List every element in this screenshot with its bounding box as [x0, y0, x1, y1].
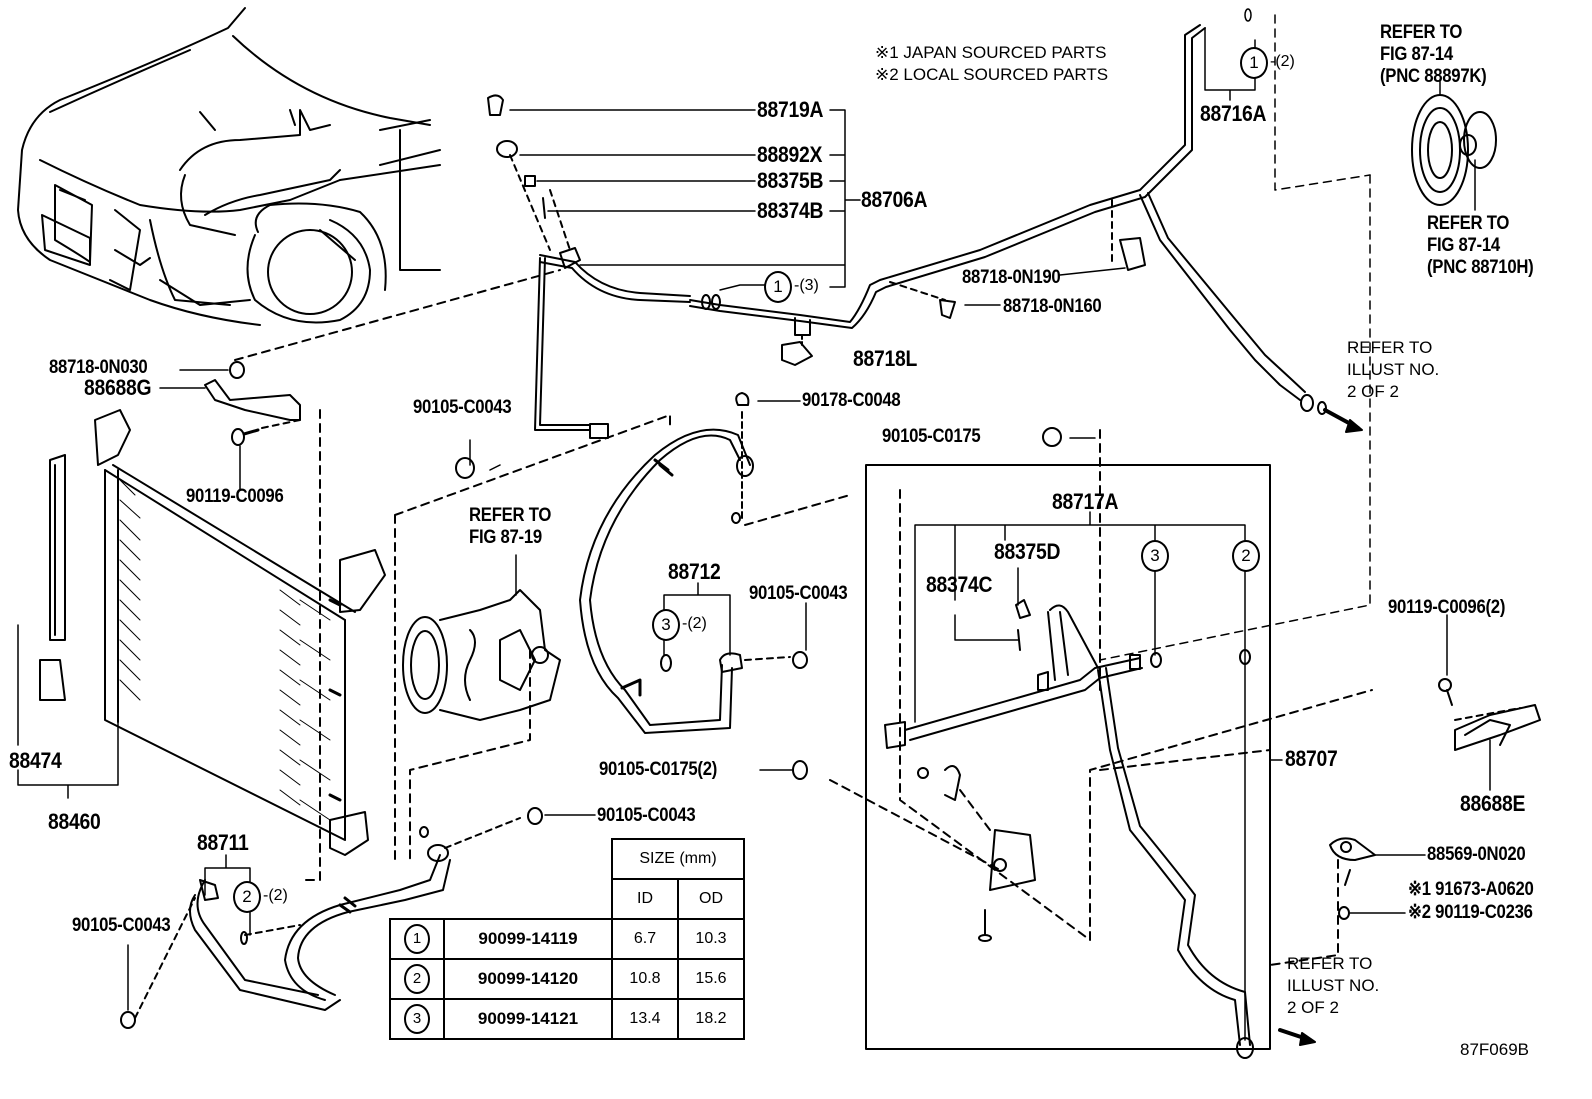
- callout-90119-c0096-2[interactable]: 90119-C0096(2): [1388, 597, 1506, 618]
- callout-88718l[interactable]: 88718L: [853, 346, 918, 371]
- callout-90178-c0048[interactable]: 90178-C0048: [802, 390, 901, 411]
- callout-90119-c0096[interactable]: 90119-C0096: [186, 486, 284, 507]
- callout-88569-0n020[interactable]: 88569-0N020: [1427, 844, 1526, 865]
- oring-ref-circle[interactable]: 1: [1240, 47, 1268, 79]
- oring-ref-qty: -(2): [682, 615, 707, 632]
- size-header: SIZE (mm): [611, 838, 745, 880]
- callout-88460[interactable]: 88460: [48, 809, 101, 834]
- reference-illust-2-of-2-upper[interactable]: REFER TO ILLUST NO. 2 OF 2: [1347, 338, 1440, 401]
- callout-90105-c0043[interactable]: 90105-C0043: [413, 397, 512, 418]
- table-row: 2 90099-14120 10.8 15.6: [389, 958, 745, 1000]
- callout-leaders-88716a: [1099, 8, 1371, 661]
- oring-ref-circle[interactable]: 3: [652, 609, 680, 641]
- oring-size-table: SIZE (mm) ID OD 1 90099-14119 6.7 10.3 2…: [389, 838, 745, 1040]
- oring-number: 1: [404, 924, 430, 954]
- callout-90105-c0043-b[interactable]: 90105-C0043: [749, 583, 848, 604]
- suction-pipe-88717a: [884, 599, 1254, 1059]
- assembly-box-88707: [865, 464, 1271, 1050]
- callout-leaders-88706a: [509, 109, 861, 291]
- table-header-row: SIZE (mm): [390, 838, 745, 880]
- callout-88716a[interactable]: 88716A: [1200, 101, 1267, 126]
- oring-ref-circle[interactable]: 3: [1141, 540, 1169, 572]
- callout-88711[interactable]: 88711: [197, 830, 249, 855]
- callout-88474[interactable]: 88474: [9, 748, 62, 773]
- vehicle-front-illustration: [17, 7, 441, 326]
- compressor-clutch-parts: [1411, 79, 1497, 211]
- oring-ref-qty: -(2): [263, 887, 288, 904]
- discharge-hose-88706a: [487, 94, 691, 439]
- table-row: 1 90099-14119 6.7 10.3: [389, 918, 745, 960]
- callout-88707[interactable]: 88707: [1285, 746, 1338, 771]
- pipe-bracket-88688e: [1438, 614, 1541, 791]
- oring-ref-circle[interactable]: 1: [764, 271, 792, 303]
- guide-line: [394, 414, 671, 861]
- oring-number: 2: [404, 964, 430, 994]
- note-japan-sourced: ※1 JAPAN SOURCED PARTS: [875, 43, 1107, 62]
- callout-88374c[interactable]: 88374C: [926, 572, 993, 597]
- discharge-hose-88712: [579, 392, 851, 734]
- table-subheader-row: ID OD: [390, 878, 745, 920]
- callout-91673-a0620[interactable]: ※1 91673-A0620: [1408, 879, 1534, 900]
- oring-od: 15.6: [677, 958, 745, 1000]
- reference-fig-87-14-pnc-88897k[interactable]: REFER TO FIG 87-14 (PNC 88897K): [1380, 22, 1487, 87]
- oring-number: 3: [404, 1004, 430, 1034]
- callout-90105-c0175[interactable]: 90105-C0175: [882, 426, 981, 447]
- condenser-fins: [119, 479, 331, 821]
- oring-id: 13.4: [611, 998, 679, 1040]
- callout-leaders-condenser: [17, 369, 241, 799]
- oring-ref-qty: -(2): [1270, 53, 1295, 70]
- callout-88718-0n160[interactable]: 88718-0N160: [1003, 296, 1102, 317]
- clip-88569-0n020: [1269, 837, 1426, 966]
- callout-88375d[interactable]: 88375D: [994, 539, 1061, 564]
- callout-88719a[interactable]: 88719A: [757, 97, 824, 122]
- table-row: 3 90099-14121 13.4 18.2: [389, 998, 745, 1040]
- callout-leaders-88717a: [914, 437, 1246, 1041]
- callout-90105-c0175-2[interactable]: 90105-C0175(2): [599, 759, 718, 780]
- guide-line: [234, 269, 561, 361]
- oring-ref-qty: -(3): [794, 277, 819, 294]
- callout-88718-0n030[interactable]: 88718-0N030: [49, 357, 148, 378]
- reference-illust-2-of-2-lower[interactable]: REFER TO ILLUST NO. 2 OF 2: [1287, 954, 1380, 1017]
- bolt-glyph: [792, 760, 808, 780]
- oring-ref-circle[interactable]: 2: [1232, 540, 1260, 572]
- oring-ref-circle[interactable]: 2: [233, 881, 261, 913]
- arrow-head-icon: [1299, 1032, 1316, 1046]
- guide-lines-88707: [829, 429, 1373, 941]
- callout-88717a[interactable]: 88717A: [1052, 489, 1119, 514]
- oring-part-number[interactable]: 90099-14119: [443, 918, 613, 960]
- callout-leaders-88711: [127, 814, 596, 1011]
- callout-88374b[interactable]: 88374B: [757, 198, 824, 223]
- callout-90119-c0236[interactable]: ※2 90119-C0236: [1408, 902, 1533, 923]
- bolt-glyph: [1042, 427, 1062, 447]
- reference-fig-87-19[interactable]: REFER TO FIG 87-19: [469, 505, 552, 548]
- callout-88706a[interactable]: 88706A: [861, 187, 928, 212]
- note-local-sourced: ※2 LOCAL SOURCED PARTS: [875, 65, 1109, 84]
- oring-id: 6.7: [611, 918, 679, 960]
- col-id-header: ID: [611, 878, 679, 920]
- callout-88688e[interactable]: 88688E: [1460, 791, 1526, 816]
- oring-part-number[interactable]: 90099-14121: [443, 998, 613, 1040]
- condenser-bracket-88688g: [204, 361, 321, 881]
- figure-id: 87F069B: [1460, 1040, 1529, 1059]
- condenser-88460: [39, 409, 386, 856]
- callout-90105-c0043-d[interactable]: 90105-C0043: [72, 915, 171, 936]
- callout-90105-c0043-c[interactable]: 90105-C0043: [597, 805, 696, 826]
- bolt-glyph: [455, 457, 475, 479]
- col-od-header: OD: [677, 878, 745, 920]
- oring-od: 10.3: [677, 918, 745, 960]
- callout-88892x[interactable]: 88892X: [757, 142, 823, 167]
- callout-88375b[interactable]: 88375B: [757, 168, 824, 193]
- callout-88688g[interactable]: 88688G: [84, 375, 152, 400]
- suction-hose-88711: [120, 807, 543, 1029]
- reference-fig-87-14-pnc-88710h[interactable]: REFER TO FIG 87-14 (PNC 88710H): [1427, 213, 1534, 278]
- suction-pipe-88716a: [689, 24, 1363, 433]
- callout-88718-0n190[interactable]: 88718-0N190: [962, 267, 1061, 288]
- oring-id: 10.8: [611, 958, 679, 1000]
- oring-part-number[interactable]: 90099-14120: [443, 958, 613, 1000]
- oring-od: 18.2: [677, 998, 745, 1040]
- callout-88712[interactable]: 88712: [668, 559, 721, 584]
- compressor: [402, 554, 561, 721]
